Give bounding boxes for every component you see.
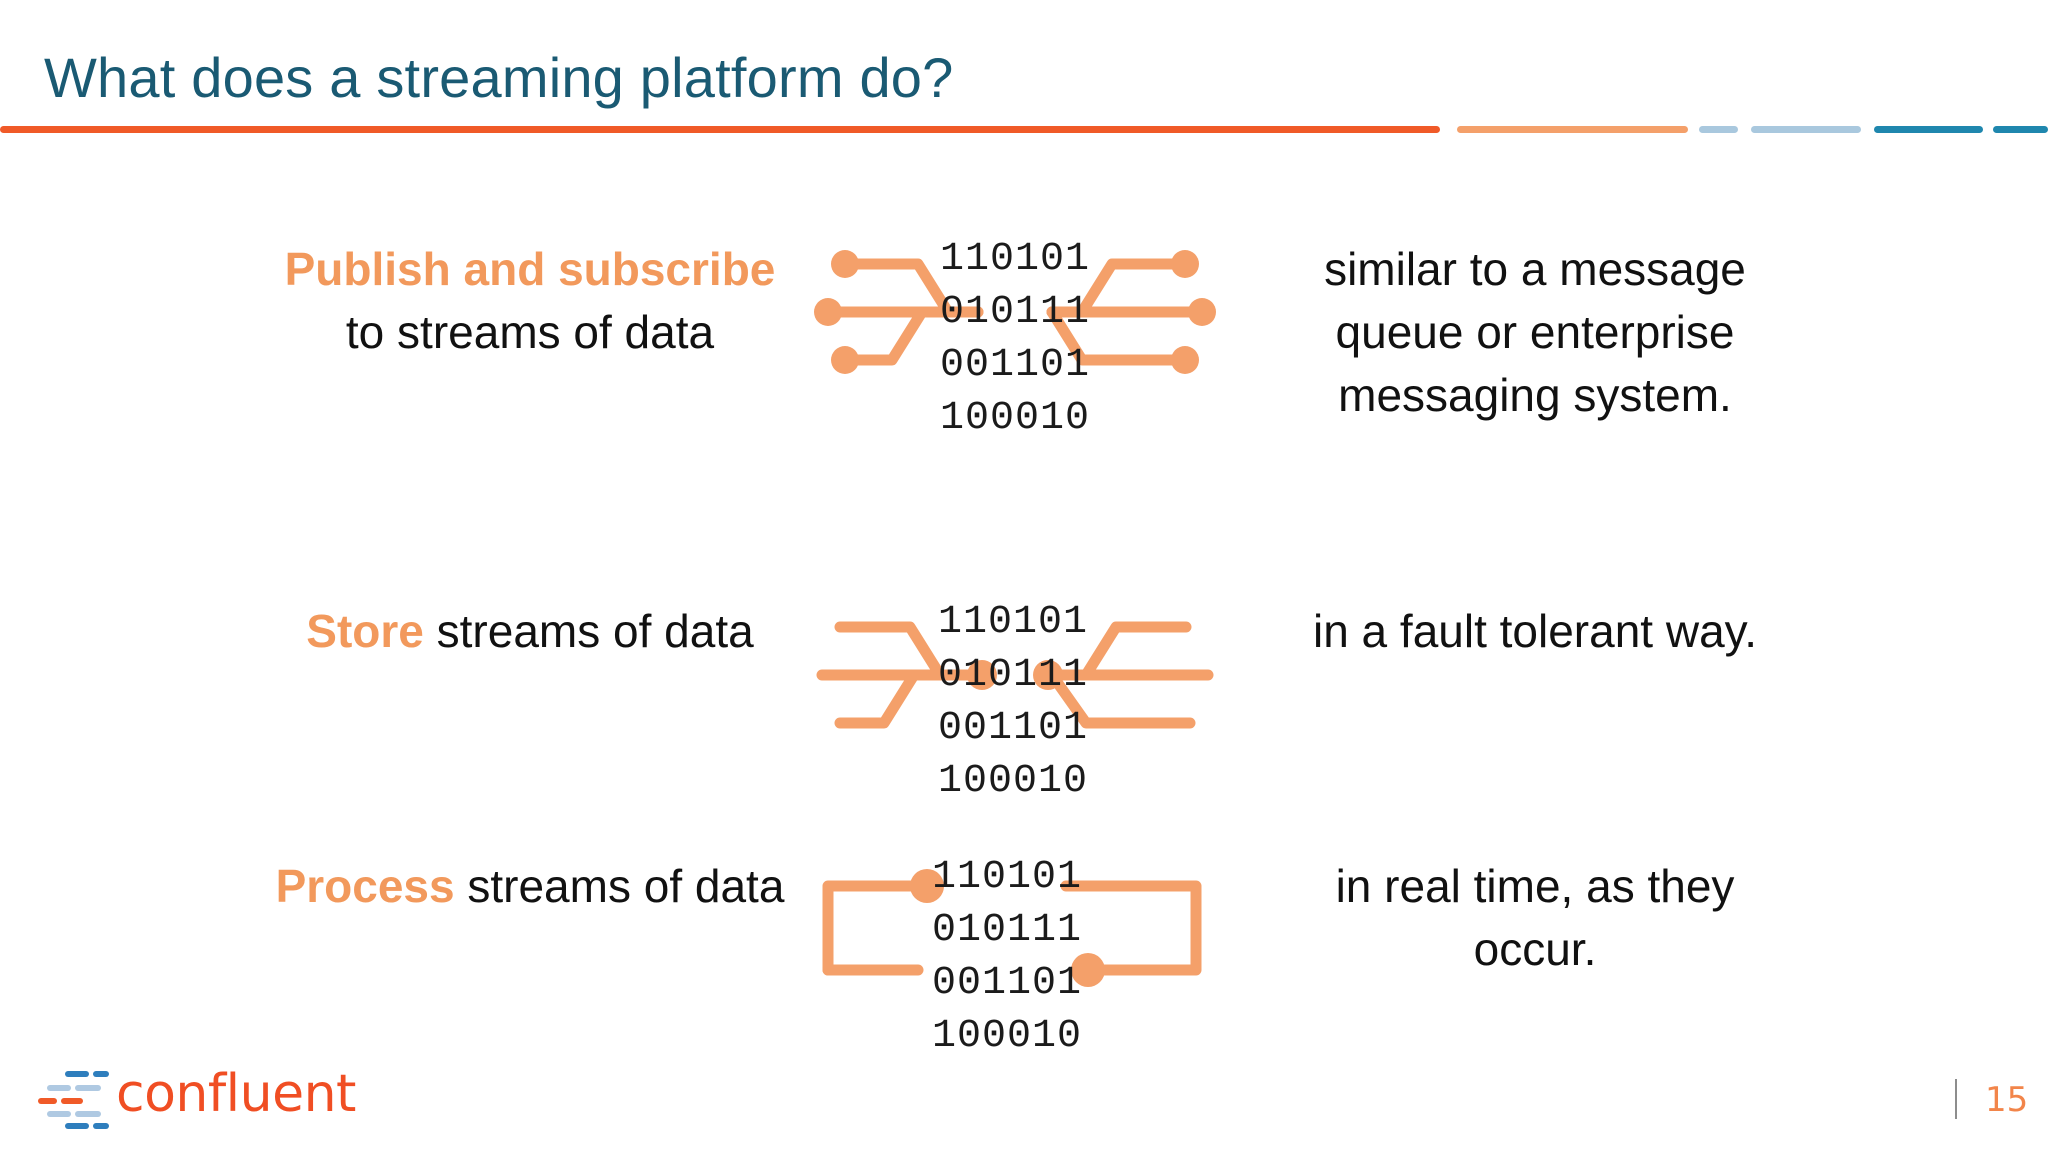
confluent-logo: confluent (38, 1064, 356, 1130)
node-left-middle (814, 298, 842, 326)
divider-segment-dash-3 (1751, 126, 1861, 133)
row-description-process: in real time, as they occur. (1335, 860, 1735, 975)
row-description-store: in a fault tolerant way. (1312, 605, 1758, 657)
node-left-top (831, 250, 859, 278)
divider-segment-dash-5 (1993, 126, 2048, 133)
row-label-process: Process streams of data (270, 855, 790, 918)
node-left-bottom (831, 346, 859, 374)
edge-left-top (834, 621, 984, 681)
edge-right-bottom (1046, 306, 1188, 366)
diagram-svg-row2 (816, 621, 1214, 729)
node-center-left (967, 660, 997, 690)
divider-segment-dash-2 (1699, 126, 1738, 133)
node-right-bottom (1171, 346, 1199, 374)
title-divider (0, 126, 2048, 138)
content-row-publish-subscribe: Publish and subscribe to streams of data (0, 230, 2048, 470)
page-number: 15 (1985, 1080, 2029, 1120)
page-number-divider (1955, 1079, 1957, 1119)
row-description-publish-subscribe: similar to a message queue or enterprise… (1324, 243, 1746, 421)
node-right-top (1171, 250, 1199, 278)
divider-segment-dash-4 (1874, 126, 1983, 133)
confluent-logo-wordmark: confluent (116, 1064, 356, 1124)
edge-left-bottom (834, 669, 920, 729)
content-row-process: Process streams of data 110101 010111 00… (0, 830, 2048, 1070)
edge-right-top (1046, 258, 1188, 318)
edge-loop-left-top (822, 880, 936, 976)
edge-right-bottom (1046, 669, 1196, 729)
diagram-svg-row1 (814, 250, 1216, 374)
divider-segment-main-rule (0, 126, 1440, 133)
row-label-highlight: Store (306, 605, 424, 657)
row-label-publish-subscribe: Publish and subscribe to streams of data (270, 238, 790, 364)
diagram-svg-row3 (822, 869, 1202, 987)
row-label-highlight: Process (275, 860, 455, 912)
row-label-rest: streams of data (454, 860, 785, 912)
row-label-store: Store streams of data (270, 600, 790, 663)
page-title: What does a streaming platform do? (44, 46, 954, 109)
node-center-right (1033, 660, 1063, 690)
node-right-middle (1188, 298, 1216, 326)
row-label-rest: streams of data (423, 605, 754, 657)
row-label-highlight: Publish and subscribe (284, 243, 776, 295)
diagram-loop-feedback: 110101 010111 001101 100010 (800, 848, 1230, 1068)
edge-left-top (842, 258, 984, 318)
node-loop-top (910, 869, 944, 903)
diagram-fan-in-fan-out-endpoints: 110101 010111 001101 100010 (800, 230, 1230, 450)
divider-segment-dash-1 (1457, 126, 1688, 133)
diagram-fan-in-fan-out-midpoints: 110101 010111 001101 100010 (800, 593, 1230, 813)
content-row-store: Store streams of data 110101 010111 0011… (0, 565, 2048, 805)
edge-loop-right (1060, 880, 1202, 976)
edge-left-bottom (842, 306, 928, 366)
confluent-logo-mark-icon (38, 1071, 109, 1129)
node-loop-bottom (1071, 953, 1105, 987)
row-label-rest: to streams of data (345, 306, 715, 358)
edge-right-top (1046, 621, 1192, 681)
